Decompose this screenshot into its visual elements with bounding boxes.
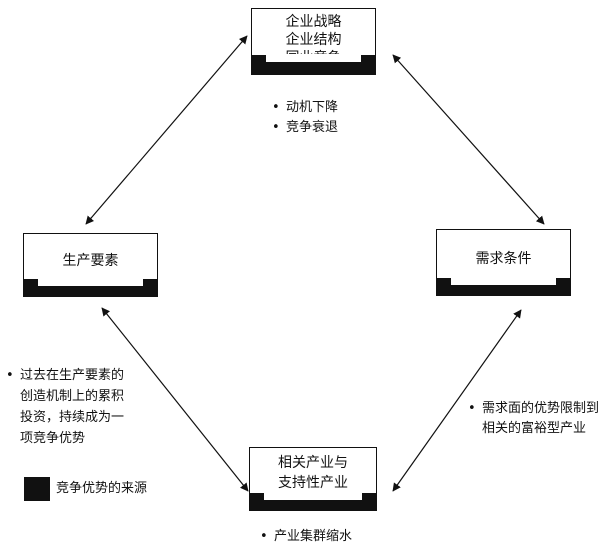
arrow-strategy-factors	[85, 35, 248, 225]
node-related-line-1: 相关产业与	[278, 455, 348, 471]
note-factors: •过去在生产要素的 创造机制上的累积 投资，持续成为一 项竞争优势	[6, 365, 124, 449]
node-related-line-2: 支持性产业	[278, 475, 348, 491]
arrow-demand-related	[392, 309, 522, 492]
node-related: 相关产业与 支持性产业	[249, 447, 377, 511]
note-demand-line: •需求面的优势限制到	[468, 401, 600, 416]
note-factors-line: 项竞争优势	[20, 431, 86, 446]
note-strategy-item: •动机下降	[272, 100, 339, 115]
note-demand-line: 相关的富裕型产业	[482, 421, 587, 436]
node-strategy-line-2: 企业结构	[285, 32, 342, 48]
node-strategy: 企业战略 企业结构 同业竞争	[251, 8, 376, 75]
note-strategy-item: •竞争衰退	[272, 120, 339, 135]
arrow-factors-related	[101, 307, 249, 492]
note-strategy: •动机下降 •竞争衰退	[272, 98, 338, 138]
node-demand: 需求条件	[436, 229, 571, 296]
node-strategy-line-1: 企业战略	[285, 14, 342, 30]
note-factors-line: •过去在生产要素的	[6, 368, 125, 383]
note-demand: •需求面的优势限制到 相关的富裕型产业	[468, 399, 599, 439]
note-factors-line: 创造机制上的累积	[20, 389, 125, 404]
note-factors-line: 投资，持续成为一	[20, 410, 125, 425]
legend-swatch	[24, 477, 50, 501]
node-factors: 生产要素	[23, 233, 158, 297]
node-demand-line-1: 需求条件	[475, 251, 532, 267]
legend-label: 竞争优势的来源	[56, 481, 148, 496]
note-related-item: •产业集群缩水	[260, 529, 353, 544]
node-factors-line-1: 生产要素	[62, 253, 119, 269]
note-related: •产业集群缩水	[260, 527, 352, 547]
arrow-strategy-demand	[392, 54, 545, 225]
